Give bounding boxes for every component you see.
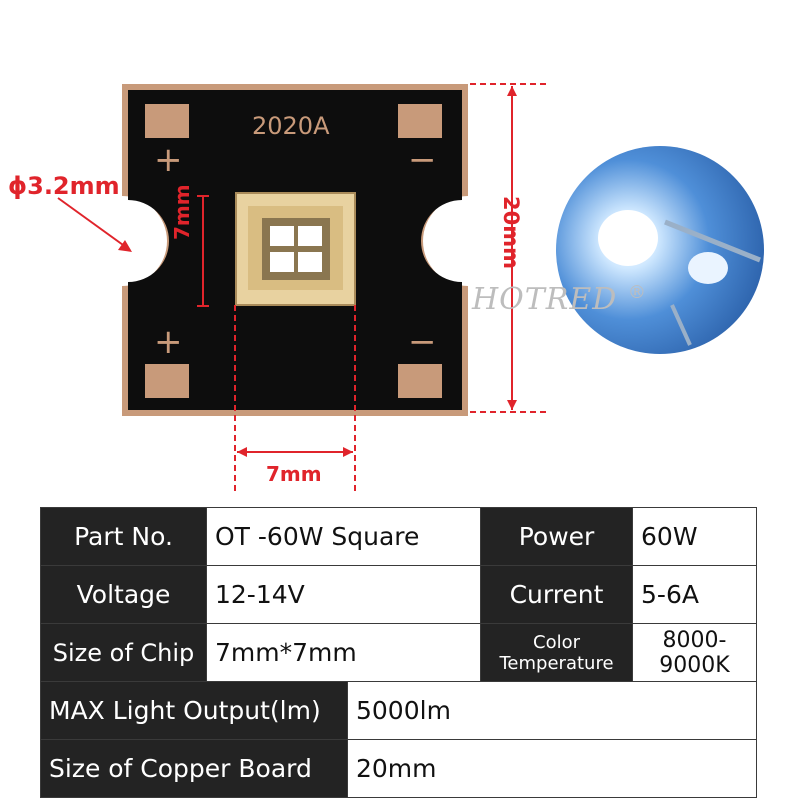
- board-height-label: 20mm: [499, 196, 523, 269]
- table-row: Voltage 12-14V Current 5-6A: [40, 565, 758, 624]
- color-temp-label: Color Temperature: [480, 623, 634, 682]
- pad-top-right: [398, 104, 442, 138]
- table-row: Part No. OT -60W Square Power 60W: [40, 507, 758, 566]
- table-row: Size of Chip 7mm*7mm Color Temperature 8…: [40, 623, 758, 682]
- watermark-mark: ®: [627, 282, 647, 303]
- pad-bottom-right: [398, 364, 442, 398]
- plus-top: +: [154, 140, 183, 180]
- pad-top-left: [145, 104, 189, 138]
- minus-bottom: −: [408, 322, 437, 362]
- power-label: Power: [480, 507, 634, 566]
- max-output-value: 5000lm: [346, 681, 758, 740]
- chip-size-value: 7mm*7mm: [205, 623, 482, 682]
- board-size-label: Size of Copper Board: [40, 739, 348, 798]
- led-cell: [298, 226, 322, 246]
- table-row: MAX Light Output(lm) 5000lm: [40, 681, 758, 740]
- spec-table: Part No. OT -60W Square Power 60W Voltag…: [40, 507, 758, 798]
- chip-width-label: 7mm: [266, 462, 322, 486]
- current-value: 5-6A: [632, 565, 758, 624]
- watermark: HOTRED ®: [472, 282, 647, 317]
- color-temp-value: 8000-9000K: [632, 623, 758, 682]
- color-temp-label-line1: Color: [533, 631, 581, 653]
- power-value: 60W: [632, 507, 758, 566]
- plus-bottom: +: [154, 322, 183, 362]
- max-output-label: MAX Light Output(lm): [40, 681, 348, 740]
- voltage-label: Voltage: [40, 565, 207, 624]
- part-no-value: OT -60W Square: [205, 507, 482, 566]
- minus-top: −: [408, 140, 437, 180]
- voltage-value: 12-14V: [205, 565, 482, 624]
- led-cell: [298, 252, 322, 272]
- current-label: Current: [480, 565, 634, 624]
- pad-bottom-left: [145, 364, 189, 398]
- led-board-illustration: [57, 83, 764, 495]
- chip-height-label: 7mm: [170, 184, 194, 240]
- board-size-value: 20mm: [346, 739, 758, 798]
- part-no-label: Part No.: [40, 507, 207, 566]
- hole-diameter-label: ϕ3.2mm: [8, 172, 120, 200]
- lit-led-photo: [556, 146, 764, 354]
- led-cell: [270, 226, 294, 246]
- table-row: Size of Copper Board 20mm: [40, 739, 758, 798]
- model-label: 2020A: [252, 112, 330, 140]
- chip-size-label: Size of Chip: [40, 623, 207, 682]
- led-cell: [270, 252, 294, 272]
- color-temp-label-line2: Temperature: [499, 652, 614, 674]
- watermark-text: HOTRED: [472, 282, 618, 317]
